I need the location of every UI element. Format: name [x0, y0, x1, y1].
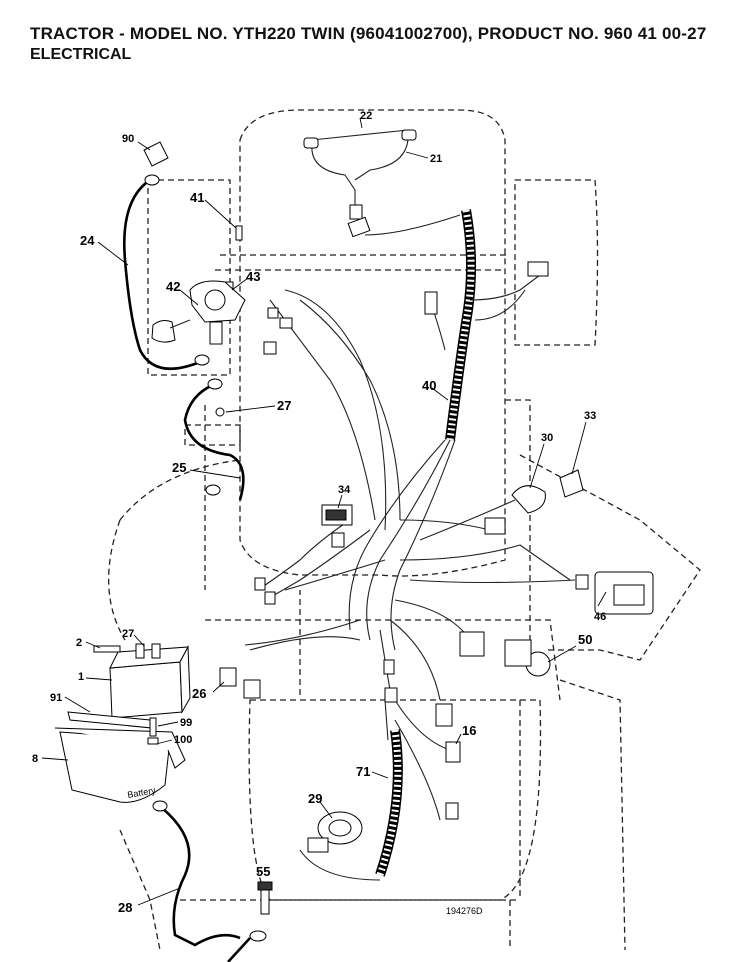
callout-33: 33 — [584, 410, 596, 422]
callout-25: 25 — [172, 460, 186, 475]
callout-8: 8 — [32, 753, 38, 765]
callout-43: 43 — [246, 269, 260, 284]
callout-21: 21 — [430, 153, 442, 165]
callout-50: 50 — [578, 632, 592, 647]
callout-2: 2 — [76, 637, 82, 649]
callout-55: 55 — [256, 864, 270, 879]
starter-solenoid — [151, 225, 246, 345]
components — [219, 261, 654, 881]
leader-lines — [41, 117, 607, 906]
callout-26: 26 — [192, 686, 206, 701]
harness-conduit — [445, 209, 477, 441]
callout-40: 40 — [422, 378, 436, 393]
callouts: 90 24 41 42 43 22 21 27 40 25 34 30 33 4… — [32, 110, 606, 916]
callout-99: 99 — [180, 717, 192, 729]
headlight-harness — [303, 129, 461, 238]
battery-tray-label: Battery — [127, 785, 157, 800]
callout-91: 91 — [50, 692, 62, 704]
callout-90: 90 — [122, 133, 134, 145]
battery-assembly — [54, 643, 191, 803]
conduit-71 — [375, 729, 403, 877]
callout-42: 42 — [166, 279, 180, 294]
callout-46: 46 — [594, 611, 606, 623]
callout-27-top: 27 — [277, 398, 291, 413]
cable-28 — [152, 800, 267, 962]
callout-29: 29 — [308, 791, 322, 806]
bolt-55 — [257, 881, 273, 915]
callout-27-battery: 27 — [122, 628, 134, 640]
callout-71: 71 — [356, 764, 370, 779]
callout-16: 16 — [462, 723, 476, 738]
callout-30: 30 — [541, 432, 553, 444]
cable-25 — [183, 378, 245, 501]
callout-24: 24 — [80, 233, 95, 248]
page-title: TRACTOR - MODEL NO. YTH220 TWIN (9604100… — [30, 24, 707, 43]
callout-28: 28 — [118, 900, 132, 915]
callout-1: 1 — [78, 671, 84, 683]
page-subtitle: ELECTRICAL — [30, 46, 132, 63]
drawing-number: 194276D — [446, 906, 483, 916]
cable-24 — [123, 141, 210, 370]
wiring-bundle — [244, 274, 576, 821]
tractor-outline — [108, 109, 701, 951]
callout-100: 100 — [174, 734, 192, 746]
callout-22: 22 — [360, 110, 372, 122]
callout-34: 34 — [338, 484, 351, 496]
callout-41: 41 — [190, 190, 204, 205]
